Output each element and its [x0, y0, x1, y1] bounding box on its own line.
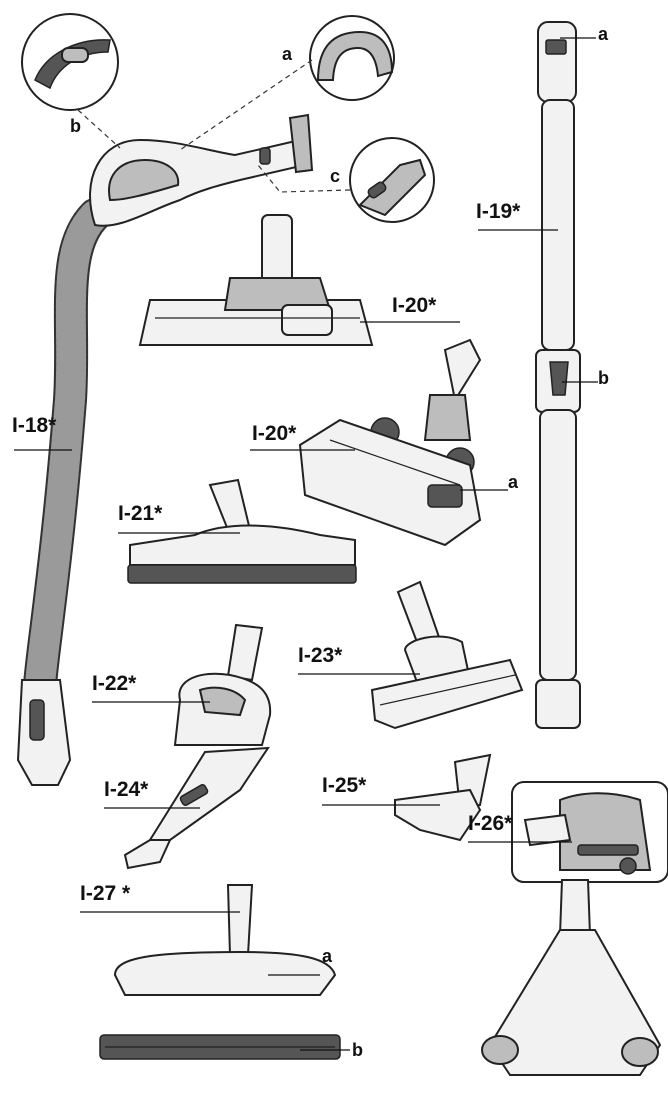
floor-nozzle-top [138, 214, 374, 346]
turbo-brush [370, 580, 524, 730]
detail-a-handle [179, 15, 395, 151]
label-i18: I-18* [12, 414, 57, 437]
handle-illustration [89, 113, 314, 227]
label-i27: I-27 * [80, 882, 131, 905]
leader-lines [14, 37, 598, 1051]
label-i25: I-25* [322, 774, 367, 797]
upholstery-tool [394, 753, 492, 842]
label-i26: I-26* [468, 812, 513, 835]
label-i24: I-24* [104, 778, 149, 801]
label-i18-b: b [70, 116, 81, 136]
label-i20-bottom: I-20* [252, 422, 297, 445]
detail-c-tip [257, 137, 435, 223]
label-i18-a: a [282, 44, 293, 64]
label-i19-b: b [598, 368, 609, 388]
label-i21: I-21* [118, 502, 163, 525]
label-i18-c: c [330, 166, 340, 186]
detail-b-hose [21, 13, 121, 149]
accessory-stand [481, 879, 662, 1076]
storage-detail-frame [511, 781, 668, 883]
tube-illustration [535, 21, 581, 729]
label-i20-a: a [508, 472, 519, 492]
label-i19: I-19* [476, 200, 521, 223]
mini-turbo-brush [173, 623, 272, 746]
label-i22: I-22* [92, 672, 137, 695]
label-i27-a: a [322, 946, 333, 966]
label-i23: I-23* [298, 644, 343, 667]
crevice-tool [123, 746, 270, 870]
label-i19-a: a [598, 24, 609, 44]
label-i27-b: b [352, 1040, 363, 1060]
hard-floor-nozzle [99, 884, 341, 1060]
label-i20-top: I-20* [392, 294, 437, 317]
floor-nozzle-bottom [298, 338, 482, 547]
parquet-nozzle [127, 478, 357, 584]
hose-illustration [16, 198, 112, 786]
